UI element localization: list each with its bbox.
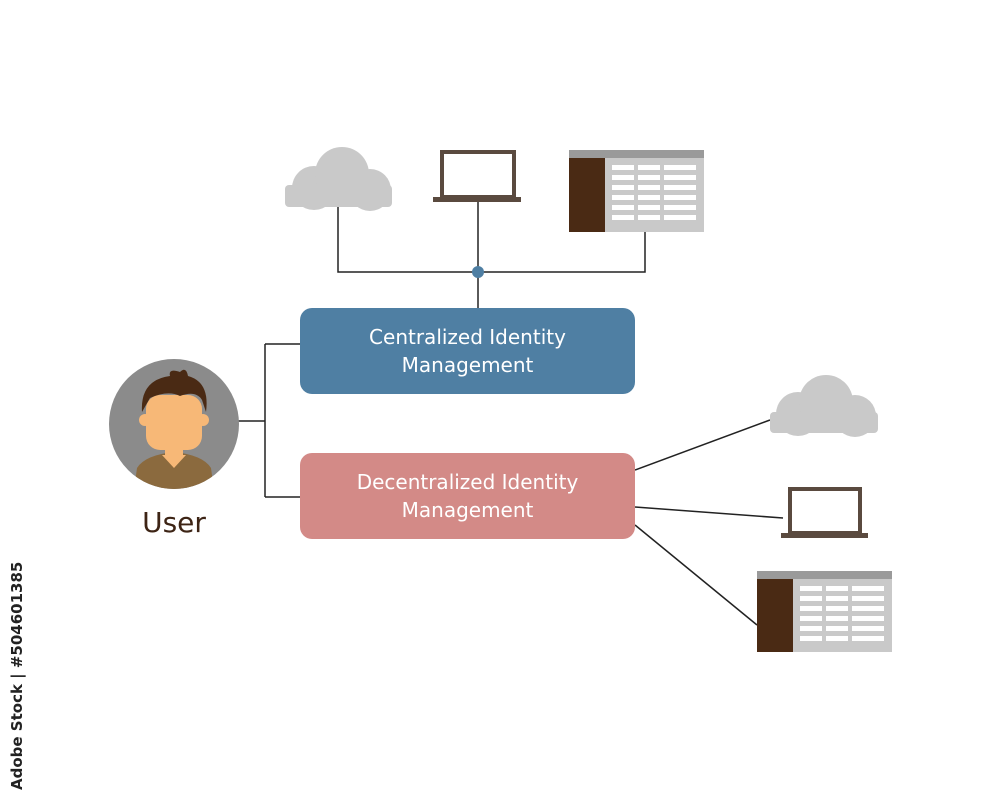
centralized-label-line-2: Management [401, 353, 534, 377]
spoke-laptop-line [634, 506, 784, 519]
spoke-sheet-line [634, 524, 758, 626]
decentralized-identity-management-box: Decentralized Identity Management [300, 453, 635, 539]
cloud-icon [770, 375, 878, 437]
user-label: User [142, 506, 206, 539]
connector-lines [238, 202, 784, 626]
spoke-cloud-line [634, 419, 771, 471]
stock-watermark-text: Adobe Stock | #504601385 [8, 561, 26, 790]
decentralized-label-line-1: Decentralized Identity [356, 470, 579, 494]
centralized-identity-management-box: Centralized Identity Management [300, 308, 635, 394]
centralized-label-line-1: Centralized Identity [369, 325, 566, 349]
junction-dot [472, 266, 484, 278]
decentralized-label-line-2: Management [401, 498, 534, 522]
laptop-icon [433, 150, 521, 202]
spreadsheet-icon [757, 571, 892, 652]
spreadsheet-icon [569, 150, 704, 232]
top-bus-line [337, 207, 646, 273]
cloud-icon [285, 147, 392, 211]
user-avatar-icon [109, 359, 239, 489]
laptop-icon [781, 487, 868, 538]
